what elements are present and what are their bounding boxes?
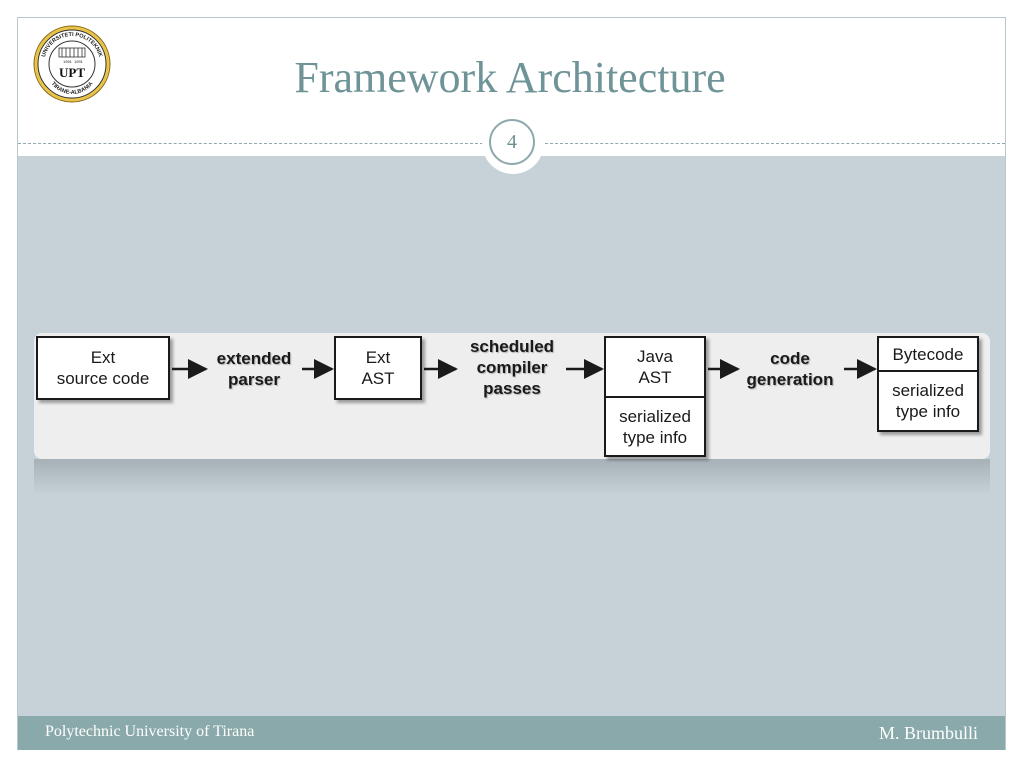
logo-year-left: 1951 (63, 59, 73, 64)
edge-scheduled-line2: compiler (476, 358, 548, 377)
edge-extended-parser-line1: extended (216, 349, 292, 368)
edge-label-code-generation: code generation (736, 348, 844, 390)
node-java-ast-sub-line1: serialized (619, 406, 691, 426)
slide-title: Framework Architecture (294, 53, 726, 102)
node-ext-source-code: Ext source code (36, 336, 170, 400)
node-java-ast-sub-line2: type info (622, 427, 688, 447)
node-ext-ast-line1: Ext (365, 348, 391, 367)
header-divider-left (18, 143, 483, 144)
diagram-panel (34, 333, 990, 459)
node-bytecode-sub-line2: type info (895, 402, 961, 421)
logo-monogram: UPT (59, 65, 85, 80)
node-ext-ast-line2: AST (361, 369, 395, 388)
header-divider-right (545, 143, 1005, 144)
node-java-ast-subcell: serialized type info (606, 398, 704, 455)
node-java-ast-divider (606, 396, 704, 398)
edge-code-generation-line2: generation (746, 370, 834, 389)
node-bytecode: Bytecode serialized type info (877, 336, 979, 432)
node-java-ast: Java AST serialized type info (604, 336, 706, 457)
node-bytecode-header: Bytecode (879, 338, 977, 370)
university-logo-icon: UNIVERSITETI POLITEKNIK TIRANE-ALBANIA 1… (33, 25, 111, 103)
page-number: 4 (507, 130, 517, 153)
page-number-badge: 4 (489, 119, 535, 165)
edge-extended-parser-line2: parser (228, 370, 280, 389)
node-bytecode-divider (879, 370, 977, 372)
footer-institution: Polytechnic University of Tirana (45, 723, 255, 740)
node-ext-source-line2: source code (56, 369, 150, 388)
logo-year-right: 1991 (74, 59, 84, 64)
node-java-ast-line2: AST (638, 368, 672, 387)
edge-scheduled-line1: scheduled (469, 337, 555, 356)
edge-label-extended-parser: extended parser (204, 348, 304, 390)
node-java-ast-line1: Java (637, 347, 673, 366)
footer-author: M. Brumbulli (878, 723, 978, 743)
node-java-ast-header: Java AST (606, 338, 704, 396)
diagram-reflection (34, 459, 990, 495)
node-ext-ast: Ext AST (334, 336, 422, 400)
slide-footer (18, 716, 1005, 750)
edge-code-generation-line1: code (770, 349, 810, 368)
node-bytecode-line1: Bytecode (892, 344, 964, 364)
node-bytecode-sub-line1: serialized (892, 381, 964, 400)
node-ext-source-line1: Ext (90, 348, 116, 367)
node-bytecode-subcell: serialized type info (879, 372, 977, 430)
edge-label-scheduled-compiler-passes: scheduled compiler passes (450, 336, 574, 399)
edge-scheduled-line3: passes (483, 379, 541, 398)
